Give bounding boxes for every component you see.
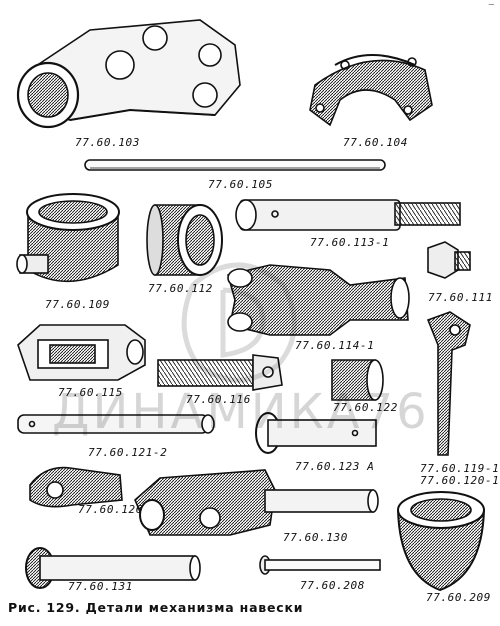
part-label: 77.60.103 [75, 136, 141, 149]
part-label: 77.60.115 [58, 386, 124, 399]
part-label: 77.60.113-1 [310, 236, 390, 249]
part-111-drawing [427, 241, 471, 279]
part-115-drawing [17, 324, 146, 381]
part-label: 77.60.112 [148, 282, 214, 295]
part-119-drawing [426, 311, 471, 456]
part-label: 77.60.111 [428, 291, 494, 304]
part-103-drawing [16, 19, 241, 129]
part-123-drawing [255, 412, 377, 454]
part-208-drawing [259, 555, 381, 575]
part-104-drawing [309, 54, 433, 127]
part-label: 77.60.209 [426, 591, 492, 604]
part-label: 77.60.122 [333, 401, 399, 414]
part-label: 77.60.119-1 [420, 462, 500, 475]
part-116-drawing [157, 354, 283, 391]
part-label: 77.60.114-1 [295, 339, 375, 352]
part-105-drawing [84, 159, 386, 171]
figure-caption: Рис. 129. Детали механизма навески [8, 600, 304, 615]
part-label: 77.60.109 [45, 298, 111, 311]
part-130-drawing [134, 469, 379, 536]
part-label: 77.60.131 [68, 580, 134, 593]
corner-mark: – [488, 0, 494, 10]
part-109-drawing [16, 193, 120, 283]
part-label: 77.60.120-1 [420, 474, 500, 487]
part-113-drawing [235, 199, 461, 231]
part-112-drawing [146, 204, 223, 276]
part-209-drawing [397, 491, 485, 592]
part-131-drawing [25, 547, 201, 589]
part-121-drawing [17, 414, 215, 434]
part-label: 77.60.104 [343, 136, 409, 149]
part-label: 77.60.121-2 [88, 446, 168, 459]
part-label: 77.60.116 [186, 393, 252, 406]
part-122-drawing [331, 359, 384, 401]
part-114-drawing [227, 264, 410, 336]
part-label: 77.60.130 [283, 531, 349, 544]
part-label: 77.60.208 [300, 579, 366, 592]
part-label: 77.60.126 [78, 503, 144, 516]
part-label: 77.60.123 А [295, 460, 375, 473]
part-126-drawing [29, 466, 123, 508]
part-label: 77.60.105 [208, 178, 274, 191]
